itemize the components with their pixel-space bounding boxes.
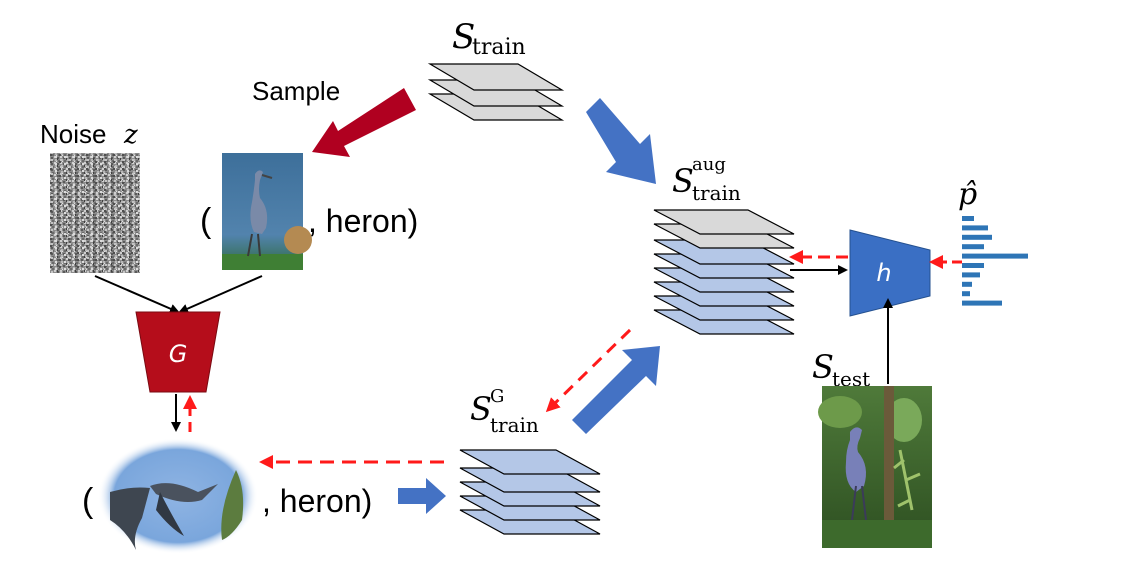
histogram-bar xyxy=(962,281,972,287)
noise-label: Noise z xyxy=(40,119,138,150)
generator-label: G xyxy=(169,340,188,368)
generated-heron-image xyxy=(98,438,258,554)
noise-var: z xyxy=(123,120,138,150)
histogram-bar xyxy=(962,263,984,268)
gen-layer xyxy=(459,449,601,475)
gen-to-sg-arrow xyxy=(398,478,446,514)
prediction-histogram xyxy=(962,216,1028,306)
generator-block: G xyxy=(135,311,221,393)
sample-label: Sample xyxy=(252,76,340,106)
histogram-bar xyxy=(962,216,974,221)
sample-arrow xyxy=(312,88,416,157)
s-train-g-stack xyxy=(459,449,601,535)
test-heron-image xyxy=(818,386,932,548)
image-to-g-arrow xyxy=(178,275,263,314)
train-layer xyxy=(427,63,565,91)
s-train-sub: train xyxy=(472,35,526,60)
s-train-g-sup: G xyxy=(490,386,504,407)
s-train-symbol: S xyxy=(452,17,475,57)
s-train-g-label: S G train xyxy=(470,386,539,437)
s-train-aug-stack xyxy=(653,209,795,335)
s-train-label: S train xyxy=(452,17,526,60)
histogram-bar xyxy=(962,291,970,297)
noise-to-g-arrow xyxy=(94,275,180,314)
classifier-block: h xyxy=(849,229,931,317)
gen-pair-open-paren: ( xyxy=(82,482,94,520)
s-train-aug-sub: train xyxy=(692,181,741,205)
real-pair-label: , heron) xyxy=(308,203,418,239)
s-train-aug-sup: aug xyxy=(692,154,726,175)
s-train-aug-symbol: S xyxy=(672,162,694,200)
histogram-bar xyxy=(962,225,988,231)
histogram-bar xyxy=(962,244,984,250)
gen-pair-label: , heron) xyxy=(262,483,372,519)
histogram-bar xyxy=(962,253,1028,259)
s-train-g-sub: train xyxy=(490,413,539,437)
aug-layer-gray xyxy=(653,209,795,235)
real-pair-open-paren: ( xyxy=(200,202,212,240)
s-train-aug-label: S aug train xyxy=(672,154,741,205)
sg-to-aug-arrow xyxy=(572,346,660,434)
p-hat-label: p̂ xyxy=(958,177,977,212)
histogram-bar xyxy=(962,300,1002,306)
classifier-label: h xyxy=(876,259,891,287)
train-to-aug-arrow xyxy=(586,98,656,184)
s-train-stack xyxy=(427,63,565,121)
real-heron-image xyxy=(222,153,312,270)
histogram-bar xyxy=(962,272,980,278)
histogram-bar xyxy=(962,234,992,240)
noise-word: Noise xyxy=(40,119,106,149)
s-test-label: S test xyxy=(812,348,870,391)
s-train-g-symbol: S xyxy=(470,390,492,428)
s-test-symbol: S xyxy=(812,348,834,386)
